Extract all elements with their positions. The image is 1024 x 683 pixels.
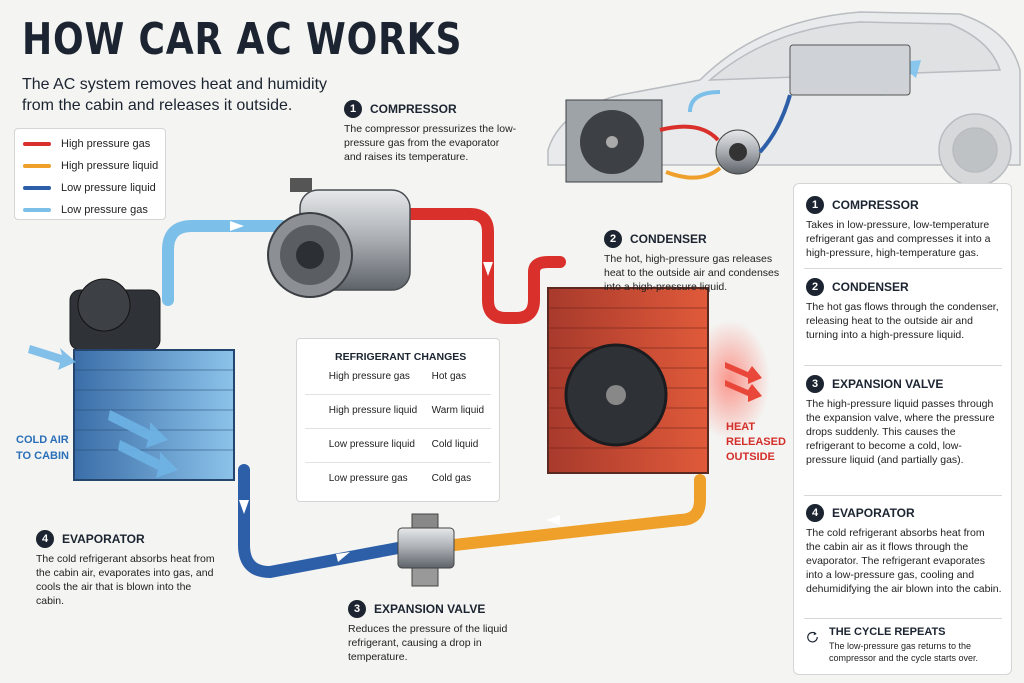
legend-label: High pressure liquid (61, 160, 159, 172)
step-description: The high-pressure liquid passes through … (806, 398, 995, 466)
legend-item-high-pressure-gas: High pressure gas (23, 138, 150, 150)
refrigerant-changes-title: REFRIGERANT CHANGES (335, 351, 467, 363)
refrigerant-temp: Cold gas (431, 473, 472, 484)
evaporator (69, 278, 235, 481)
step-description: The hot, high-pressure gas releases heat… (604, 253, 780, 293)
cold-label-line: COLD AIR (16, 434, 69, 446)
refrigerant-row: Low pressure liquid Cold liquid (305, 439, 491, 450)
expansion-valve (397, 513, 455, 587)
row-divider (305, 394, 491, 395)
step-number: 1 (344, 100, 362, 118)
step-title: COMPRESSOR (832, 198, 919, 212)
low-pressure-liquid-pipe (238, 464, 404, 579)
step-compressor: 1 COMPRESSOR The compressor pressurizes t… (344, 100, 519, 164)
legend-item-high-pressure-liquid: High pressure liquid (23, 160, 158, 172)
refrigerant-state: Low pressure liquid (328, 439, 415, 450)
car-evaporator-unit (789, 44, 911, 96)
step-number: 3 (806, 375, 824, 393)
refrigerant-changes-table: REFRIGERANT CHANGES High pressure gas Ho… (296, 338, 500, 502)
cold-label-line: TO CABIN (16, 450, 69, 462)
refrigerant-row: Low pressure gas Cold gas (305, 473, 491, 484)
step-description: The cold refrigerant absorbs heat from t… (36, 553, 215, 607)
summary-condenser: 2 CONDENSER The hot gas flows through the… (806, 278, 1002, 342)
section-divider (804, 618, 1002, 619)
refrigerant-temp: Cold liquid (431, 439, 479, 450)
pipe-legend: High pressure gas High pressure liquid L… (14, 128, 166, 220)
legend-label: Low pressure gas (61, 204, 148, 216)
page-subtitle: The AC system removes heat and humidity … (22, 76, 328, 114)
refrigerant-row: High pressure liquid Warm liquid (305, 405, 491, 416)
legend-swatch (23, 186, 51, 190)
flow-arrows (230, 221, 560, 562)
legend-item-low-pressure-gas: Low pressure gas (23, 204, 148, 216)
legend-item-low-pressure-liquid: Low pressure liquid (23, 182, 156, 194)
step-expansion-valve: 3 EXPANSION VALVE Reduces the pressure of… (348, 600, 528, 664)
cycle-refresh-icon (807, 631, 818, 643)
step-number: 4 (36, 530, 54, 548)
refrigerant-pipes (162, 208, 706, 579)
step-description: Takes in low-pressure, low-temperature r… (806, 219, 991, 259)
step-title: CONDENSER (630, 232, 707, 246)
car-compressor (715, 129, 761, 175)
row-divider (305, 462, 491, 463)
high-pressure-liquid-pipe (448, 474, 706, 551)
step-number: 1 (806, 196, 824, 214)
step-number: 2 (604, 230, 622, 248)
legend-label: Low pressure liquid (61, 182, 156, 194)
heat-released-label: HEAT RELEASED OUTSIDE (726, 420, 786, 465)
low-pressure-gas-pipe (162, 220, 288, 306)
summary-expansion-valve: 3 EXPANSION VALVE The high-pressure liqui… (806, 375, 1002, 467)
step-number: 3 (348, 600, 366, 618)
legend-swatch (23, 142, 51, 146)
step-title: EXPANSION VALVE (832, 377, 944, 391)
step-title: COMPRESSOR (370, 102, 457, 116)
refrigerant-temp: Hot gas (431, 371, 467, 382)
legend-swatch (23, 208, 51, 212)
summary-evaporator: 4 EVAPORATOR The cold refrigerant absorbs… (806, 504, 1002, 596)
section-divider (804, 495, 1002, 496)
cold-air-arrows (28, 345, 178, 478)
step-evaporator: 4 EVAPORATOR The cold refrigerant absorbs… (36, 530, 216, 608)
step-title: EXPANSION VALVE (374, 602, 486, 616)
page-title: HOW CAR AC WORKS (22, 14, 463, 65)
row-divider (305, 428, 491, 429)
heat-label-line: HEAT (726, 421, 756, 433)
refrigerant-row: High pressure gas Hot gas (305, 371, 491, 382)
step-title: CONDENSER (832, 280, 909, 294)
high-pressure-gas-pipe (404, 208, 566, 324)
steps-summary-panel: 1 COMPRESSOR Takes in low-pressure, low-t… (793, 183, 1012, 675)
step-description: The hot gas flows through the condenser,… (806, 301, 999, 341)
step-description: Reduces the pressure of the liquid refri… (348, 623, 508, 663)
refrigerant-state: High pressure liquid (328, 405, 418, 416)
condenser (547, 287, 709, 474)
step-number: 2 (806, 278, 824, 296)
summary-compressor: 1 COMPRESSOR Takes in low-pressure, low-t… (806, 196, 1002, 260)
step-condenser: 2 CONDENSER The hot, high-pressure gas re… (604, 230, 784, 294)
cycle-repeats-title: THE CYCLE REPEATS (828, 626, 946, 638)
heat-label-line: RELEASED (726, 436, 786, 448)
step-title: EVAPORATOR (832, 506, 915, 520)
legend-swatch (23, 164, 51, 168)
refrigerant-temp: Warm liquid (431, 405, 485, 416)
cycle-repeats-text: The low-pressure gas returns to the comp… (828, 641, 979, 663)
step-description: The cold refrigerant absorbs heat from t… (806, 527, 1002, 595)
cycle-repeats-note: THE CYCLE REPEATS The low-pressure gas r… (806, 626, 1002, 664)
cold-air-label: COLD AIR TO CABIN (16, 432, 69, 464)
step-title: EVAPORATOR (62, 532, 145, 546)
refrigerant-state: High pressure gas (328, 371, 410, 382)
section-divider (804, 365, 1002, 366)
step-number: 4 (806, 504, 824, 522)
step-description: The compressor pressurizes the low-press… (344, 123, 517, 163)
section-divider (804, 268, 1002, 269)
legend-label: High pressure gas (61, 138, 151, 150)
heat-arrows (725, 362, 762, 402)
car-condenser (565, 99, 663, 183)
compressor (267, 178, 411, 298)
refrigerant-state: Low pressure gas (328, 473, 408, 484)
heat-label-line: OUTSIDE (726, 451, 775, 463)
